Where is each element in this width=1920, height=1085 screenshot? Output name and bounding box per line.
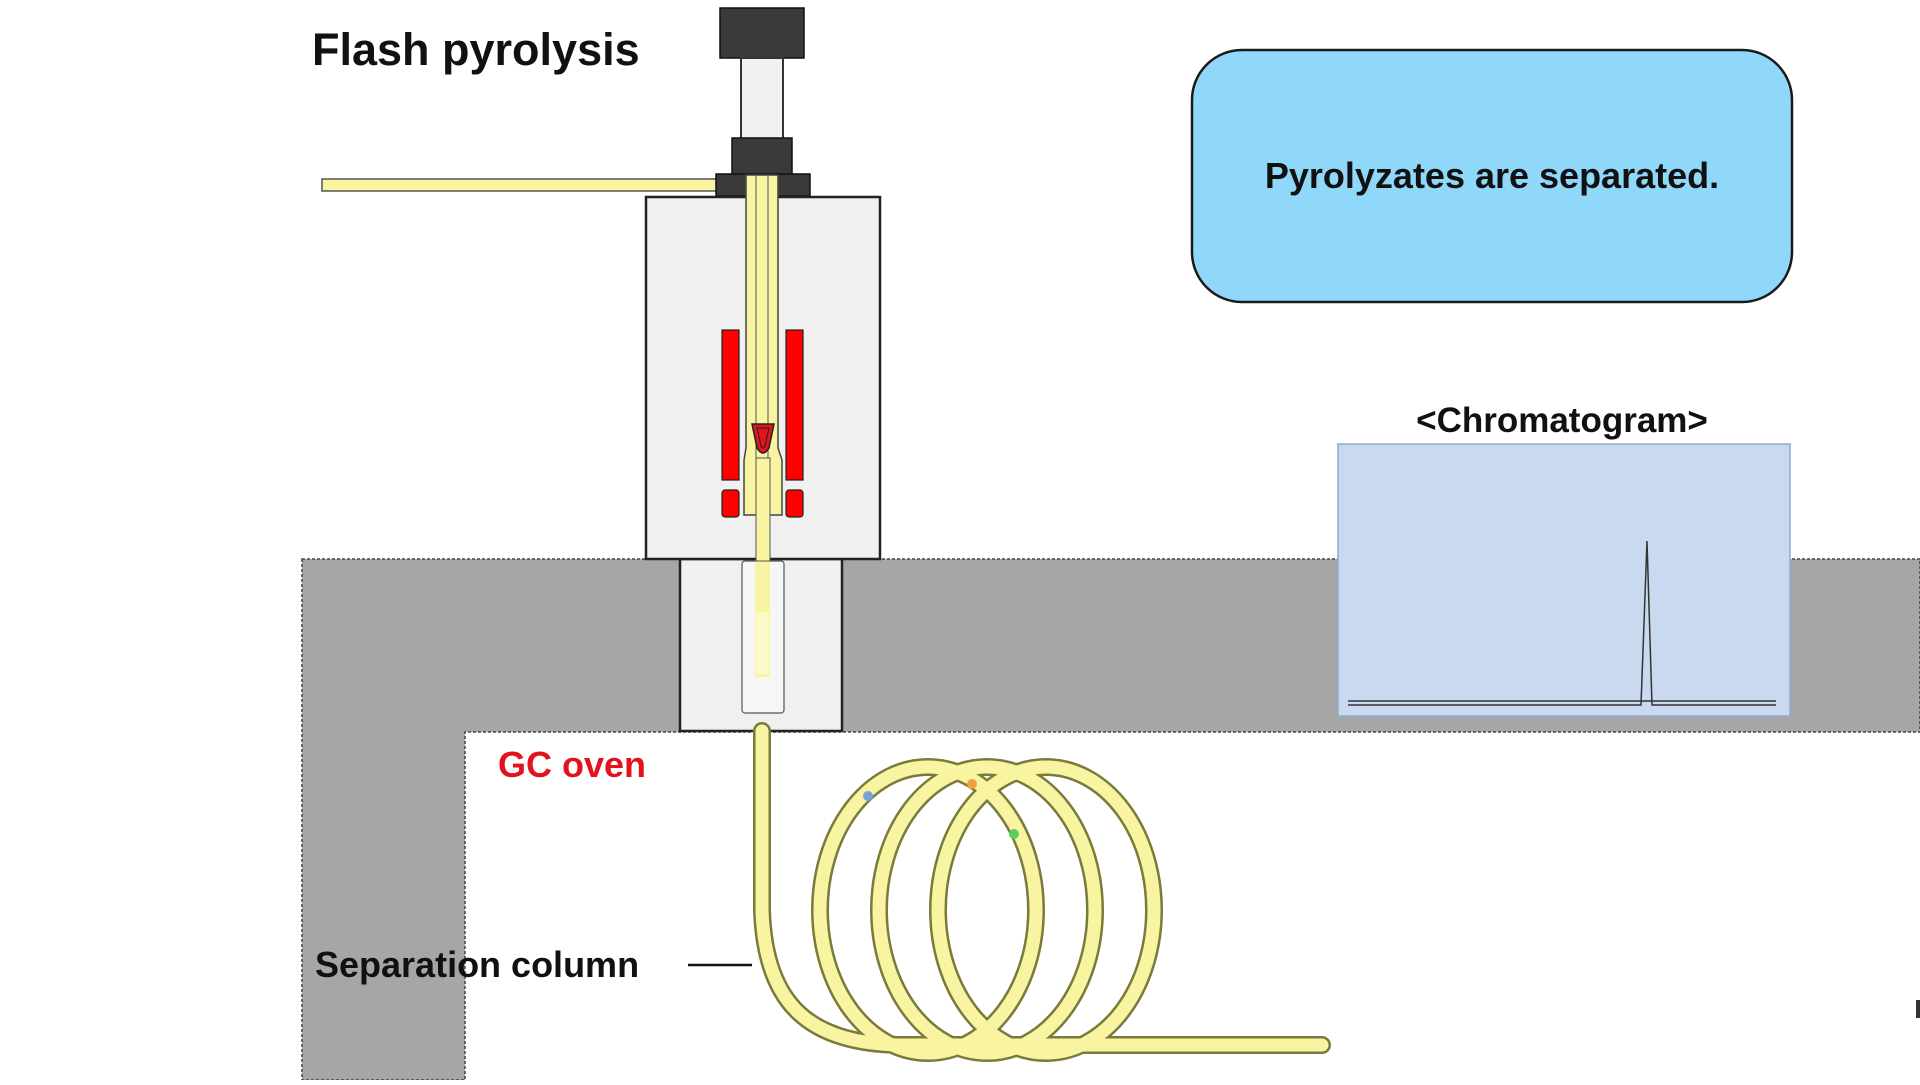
heater-right-lower <box>785 489 804 518</box>
gc-oven-label: GC oven <box>498 744 646 785</box>
chromatogram-panel <box>1337 443 1791 717</box>
callout-text: Pyrolyzates are separated. <box>1265 155 1719 196</box>
separation-column-coil <box>753 722 1331 1062</box>
chromatogram-title: <Chromatogram> <box>1416 401 1708 440</box>
interface-tube-highlight <box>756 612 769 674</box>
carrier-gas-tube <box>321 178 753 192</box>
quartz-tube-lower-channel <box>755 457 771 562</box>
sampler-nut <box>731 137 793 176</box>
analyte-dot-green <box>1009 829 1019 839</box>
analyte-dot-orange <box>967 779 977 789</box>
heater-left-lower <box>721 489 740 518</box>
sample-cup-inner <box>756 427 770 449</box>
sampler-rod <box>740 57 784 141</box>
analyte-dot-blue <box>863 791 873 801</box>
heater-left-upper <box>721 329 740 481</box>
heater-right-upper <box>785 329 804 481</box>
callout-box <box>1190 48 1794 304</box>
edge-mark <box>1916 1000 1920 1018</box>
diagram-title: Flash pyrolysis <box>312 24 640 75</box>
chromatogram-trace <box>1348 540 1776 706</box>
separation-column-label: Separation column <box>315 944 639 985</box>
sampler-cap <box>719 7 805 59</box>
